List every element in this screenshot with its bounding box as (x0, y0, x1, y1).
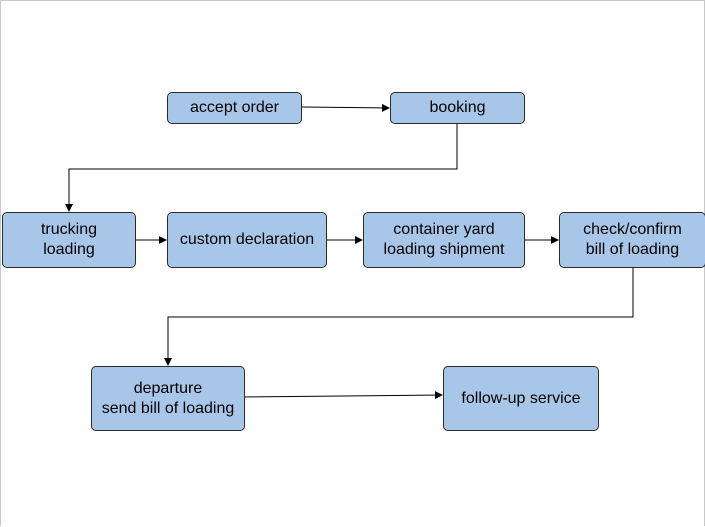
node-container-yard: container yard loading shipment (363, 212, 525, 268)
node-accept-order-label: accept order (190, 99, 279, 116)
node-accept-order: accept order (167, 92, 302, 124)
node-trucking-loading-label-line1: trucking (40, 221, 98, 238)
node-booking: booking (390, 92, 525, 124)
node-trucking-loading: trucking loading (2, 212, 136, 268)
edge-check-confirm-to-departure (164, 267, 634, 366)
node-custom-declaration-label: custom declaration (179, 231, 315, 248)
node-check-confirm: check/confirm bill of loading (559, 212, 705, 268)
edge-accept-order-to-booking (300, 103, 390, 112)
node-check-confirm-label-line2: bill of loading (585, 241, 680, 258)
node-departure-label-line1: departure (133, 379, 203, 397)
node-trucking-loading-label-line2: loading (43, 241, 95, 258)
node-departure: departure send bill of loading (91, 366, 245, 431)
node-follow-up: follow-up service (443, 366, 599, 431)
node-follow-up-label: follow-up service (461, 389, 581, 407)
node-check-confirm-label-line1: check/confirm (583, 221, 682, 238)
node-container-yard-label-line2: loading shipment (383, 241, 505, 258)
node-booking-label: booking (429, 99, 486, 116)
edge-departure-to-follow-up (243, 391, 443, 400)
node-departure-label-line2: send bill of loading (101, 399, 235, 417)
node-container-yard-label-line1: container yard (393, 221, 495, 238)
edge-booking-to-trucking-loading (65, 124, 458, 212)
node-custom-declaration: custom declaration (167, 212, 327, 268)
